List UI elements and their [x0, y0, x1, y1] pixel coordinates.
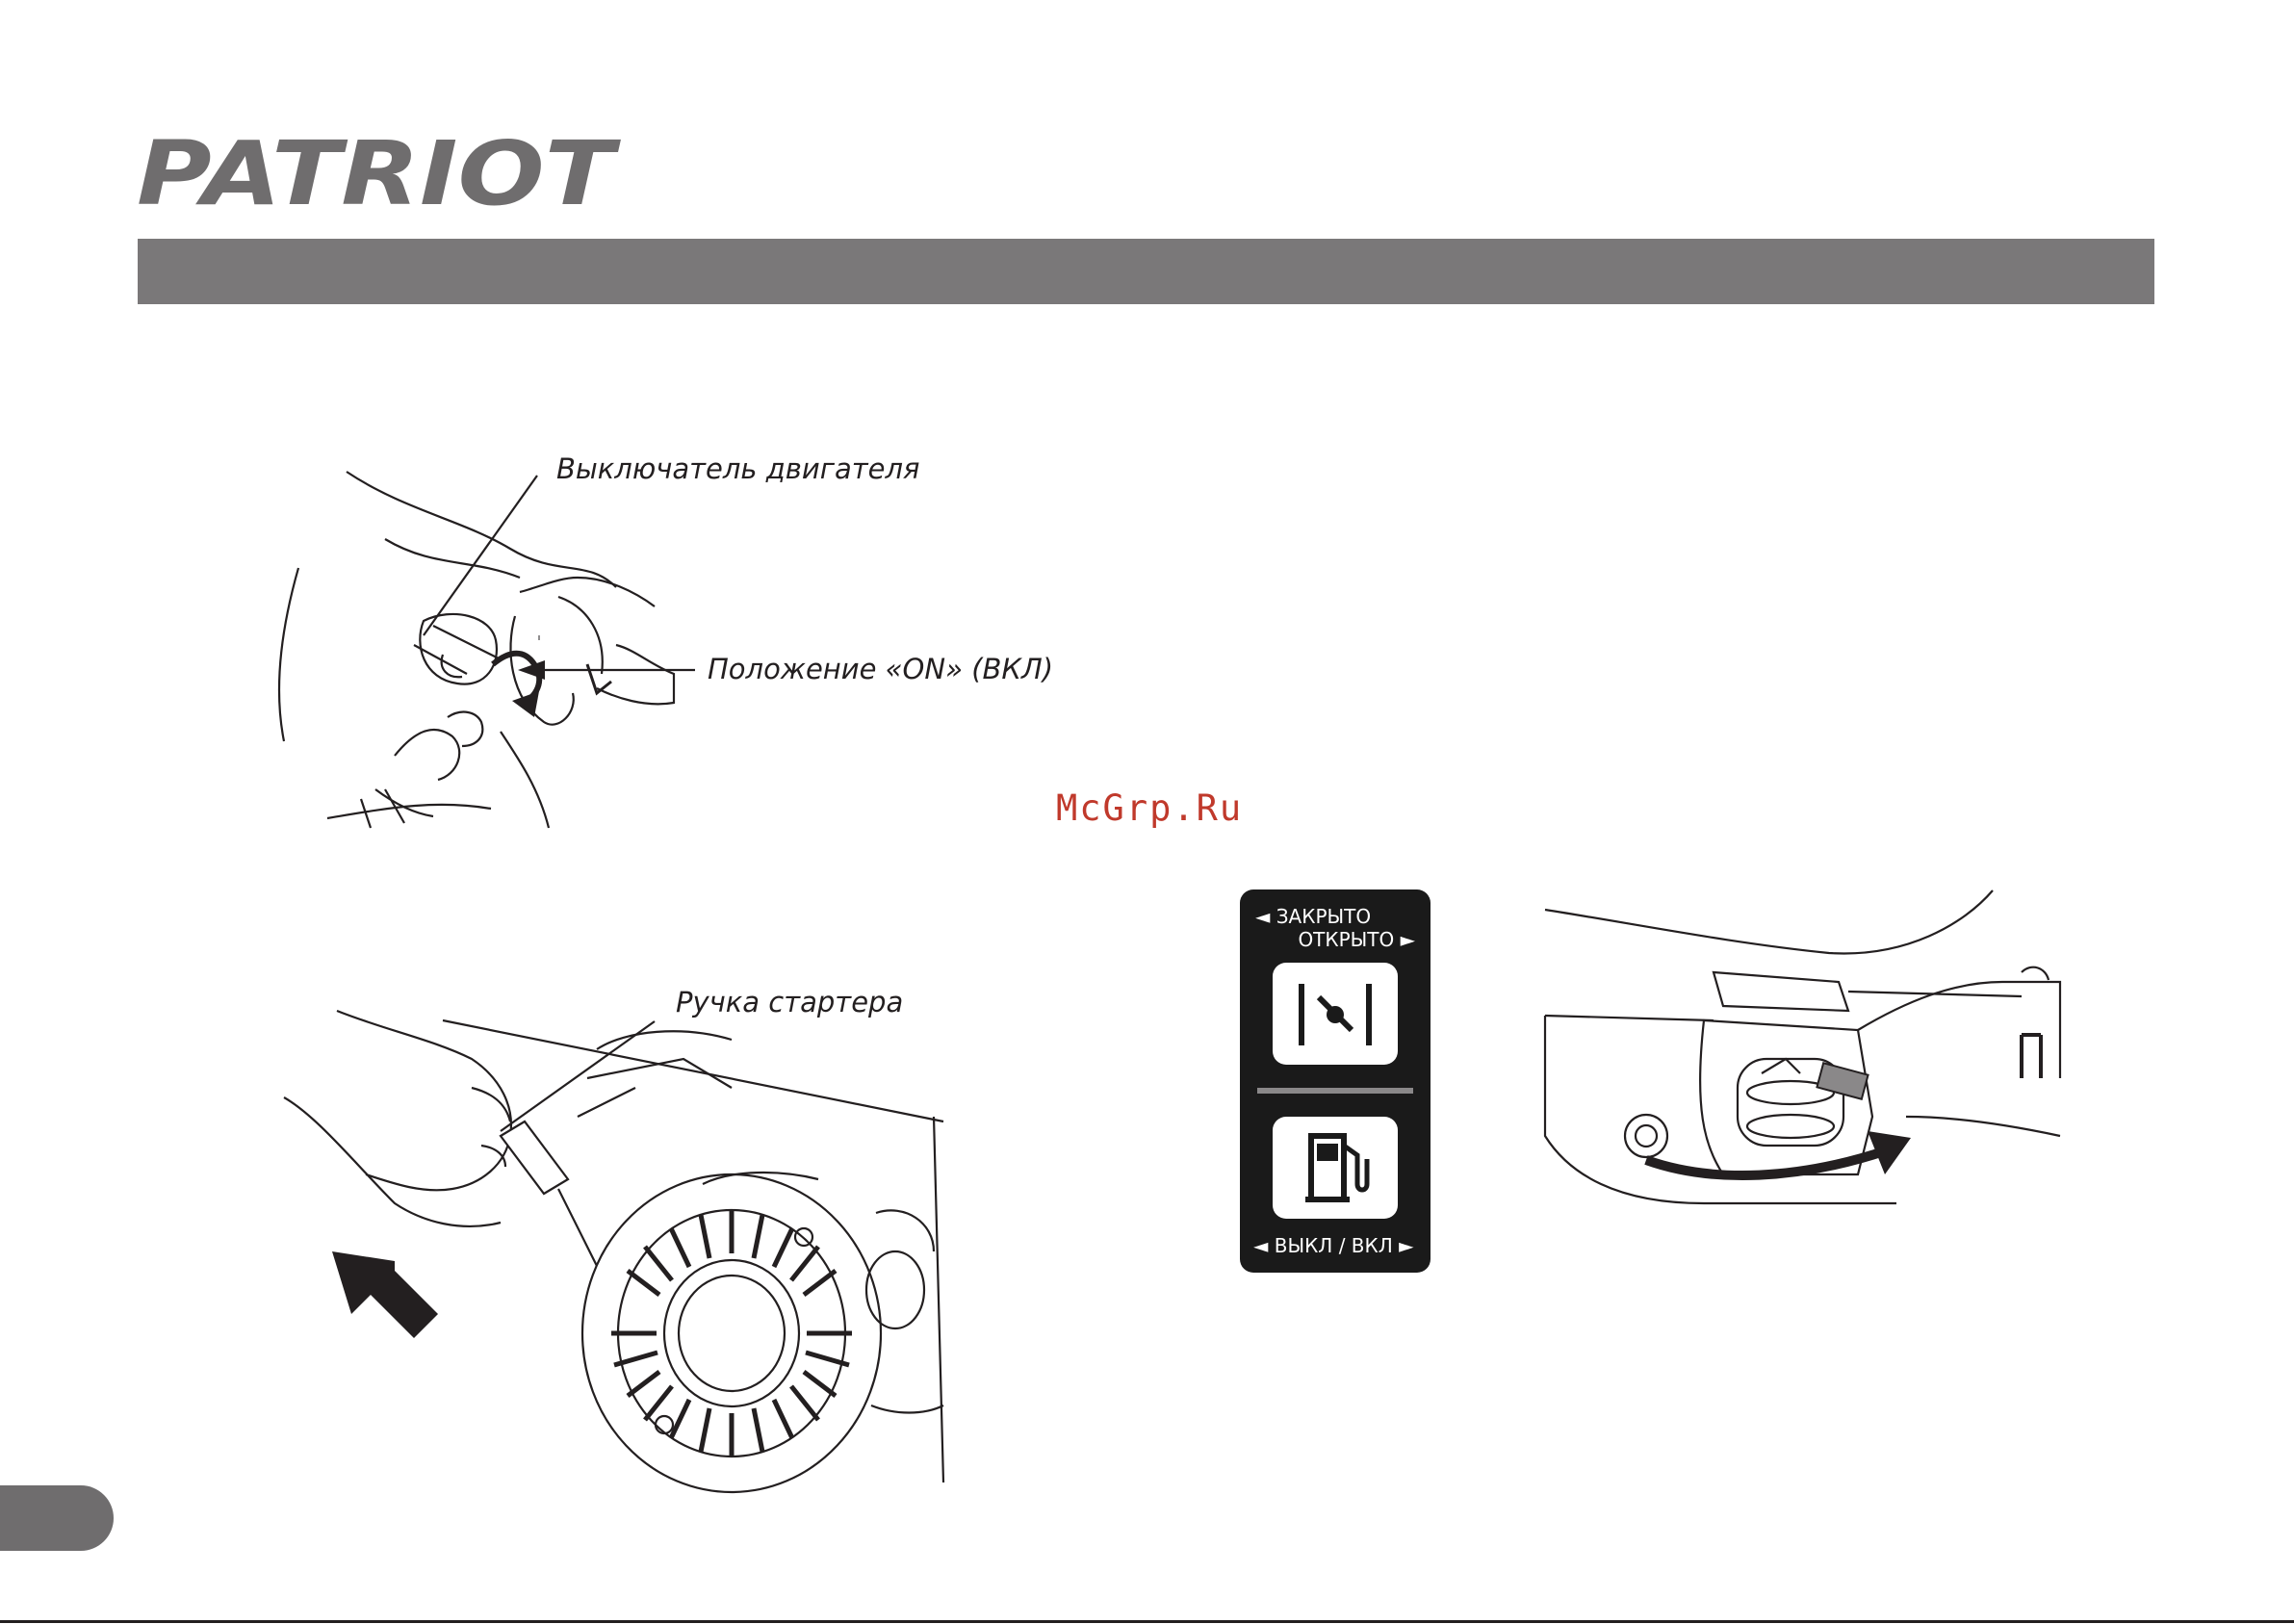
valve-lever [1817, 1063, 1868, 1099]
choke-icon [1273, 963, 1398, 1065]
callout-on-position: Положение «ON» (ВКЛ) [708, 653, 1053, 685]
arrowhead-icon [518, 660, 545, 680]
fuel-valve-illustration [1540, 886, 2079, 1271]
leader-lines [270, 443, 1020, 838]
brand-logo: PATRIOT [137, 133, 618, 212]
patriot-logo-icon: PATRIOT [137, 133, 618, 212]
rotate-arrow-icon [1646, 1150, 1887, 1175]
watermark: McGrp.Ru [1056, 787, 1243, 829]
bottom-rule [0, 1620, 2294, 1623]
brand-name: PATRIOT [137, 122, 621, 225]
page-number-tab [0, 1485, 114, 1551]
figure-fuel-valve [1540, 886, 2079, 1271]
header-bar [138, 239, 2154, 304]
label-divider [1257, 1088, 1413, 1094]
callout-starter-handle: Ручка стартера [676, 986, 903, 1018]
figure-starter [279, 1001, 953, 1482]
pull-arrow-icon [332, 1251, 438, 1338]
label-closed: ◄ ЗАКРЫТО [1255, 905, 1371, 928]
label-open: ОТКРЫТО ► [1298, 928, 1415, 951]
leader-line-switch [424, 476, 537, 635]
starter-illustration [279, 1001, 953, 1482]
callout-engine-switch: Выключатель двигателя [556, 452, 919, 485]
fuel-pump-icon [1273, 1117, 1398, 1219]
label-off-on: ◄ ВЫКЛ / ВКЛ ► [1253, 1234, 1414, 1257]
figure-engine-switch [270, 443, 1020, 838]
fuel-valve-label: ◄ ЗАКРЫТО ОТКРЫТО ► ◄ ВЫКЛ / ВКЛ ► [1240, 889, 1431, 1273]
